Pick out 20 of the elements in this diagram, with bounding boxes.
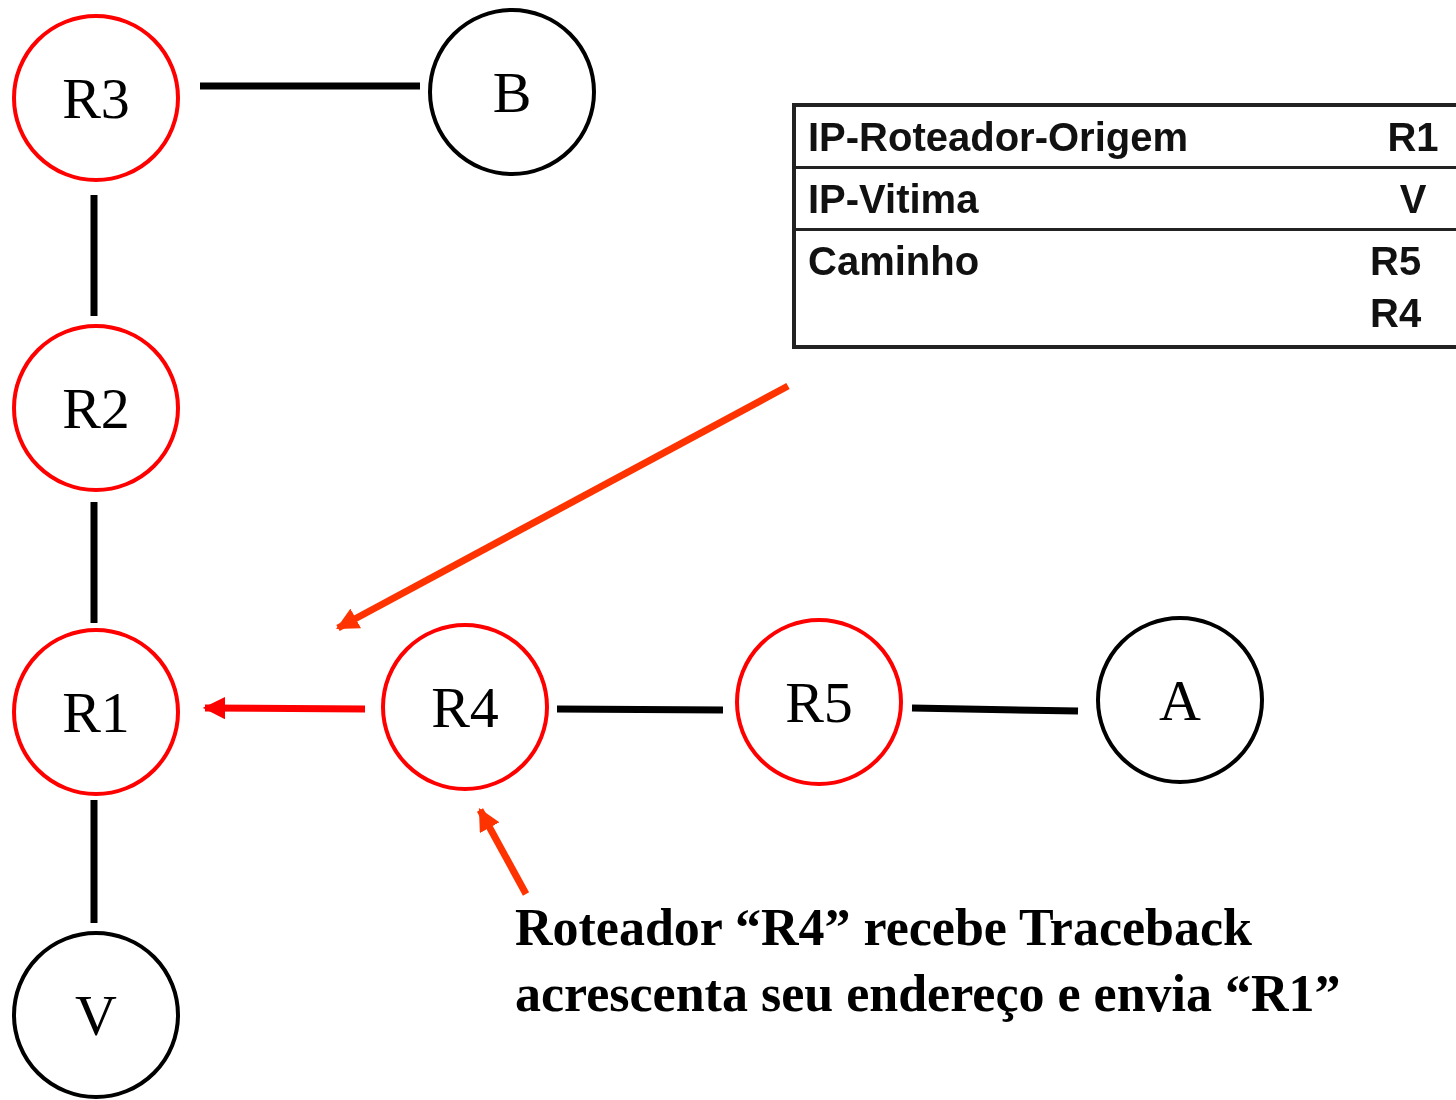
- node-label: B: [492, 58, 532, 126]
- node-label: R1: [62, 678, 130, 746]
- node-label: V: [75, 981, 117, 1049]
- packet-table: [792, 103, 1456, 349]
- node-label: R3: [62, 64, 130, 132]
- table-cell: IP-Roteador-Origem: [796, 107, 1358, 169]
- callout-text: Roteador “R4” recebe Traceback acrescenta seu endereço e envia “R1”: [515, 895, 1445, 1027]
- table-cell-text: Caminho: [807, 238, 981, 285]
- table-cell: R1: [1358, 107, 1456, 169]
- node-label: R2: [62, 374, 130, 442]
- arrow: [202, 696, 366, 720]
- arrow: [476, 808, 530, 896]
- connector-line: [911, 704, 1079, 715]
- table-cell: IP-Vitima: [796, 169, 1358, 231]
- node-label: R4: [431, 673, 499, 741]
- node-label: R5: [785, 668, 853, 736]
- arrow: [336, 382, 790, 632]
- node-label: A: [1159, 666, 1201, 734]
- connector-line: [556, 705, 724, 714]
- table-cell: V: [1358, 169, 1456, 231]
